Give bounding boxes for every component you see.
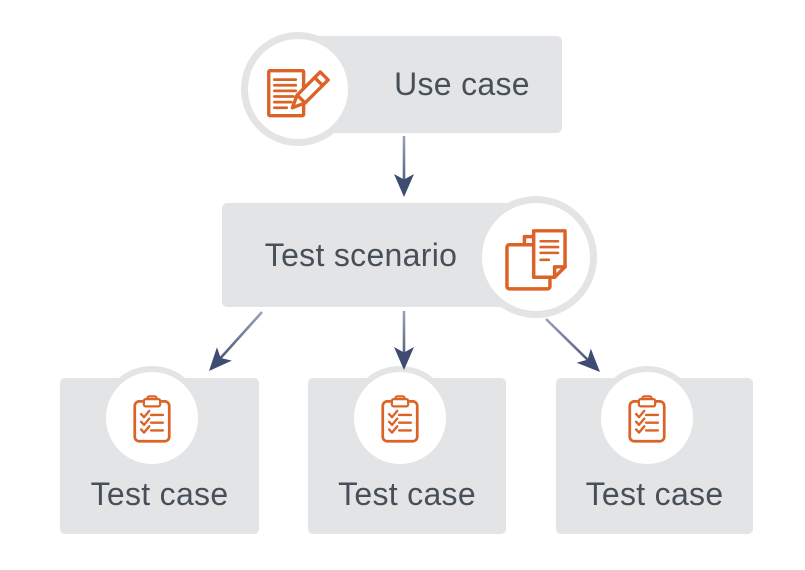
node-test-case-3-label: Test case [585, 475, 724, 512]
clipboard-checklist-icon [381, 394, 419, 443]
node-test-case-2-label: Test case [338, 475, 476, 512]
arrow-use-case-to-test-scenario [394, 136, 414, 197]
test-scenario-circle [475, 196, 597, 318]
test-case-3-circle [595, 366, 699, 470]
test-case-1-circle [100, 366, 204, 470]
node-test-scenario-label: Test scenario [264, 236, 458, 273]
node-test-case-1-label: Test case [90, 475, 229, 512]
test-case-2-circle [348, 366, 452, 470]
stacked-documents-icon [505, 229, 567, 291]
clipboard-checklist-icon [628, 394, 666, 443]
arrow-test-scenario-to-test-case-3 [545, 318, 600, 372]
arrow-test-scenario-to-test-case-1 [209, 311, 263, 371]
use-case-circle [241, 32, 355, 146]
document-pencil-icon [267, 68, 330, 118]
arrow-test-scenario-to-test-case-2 [394, 311, 414, 370]
node-use-case-label: Use case [394, 66, 530, 102]
clipboard-checklist-icon [133, 394, 171, 443]
